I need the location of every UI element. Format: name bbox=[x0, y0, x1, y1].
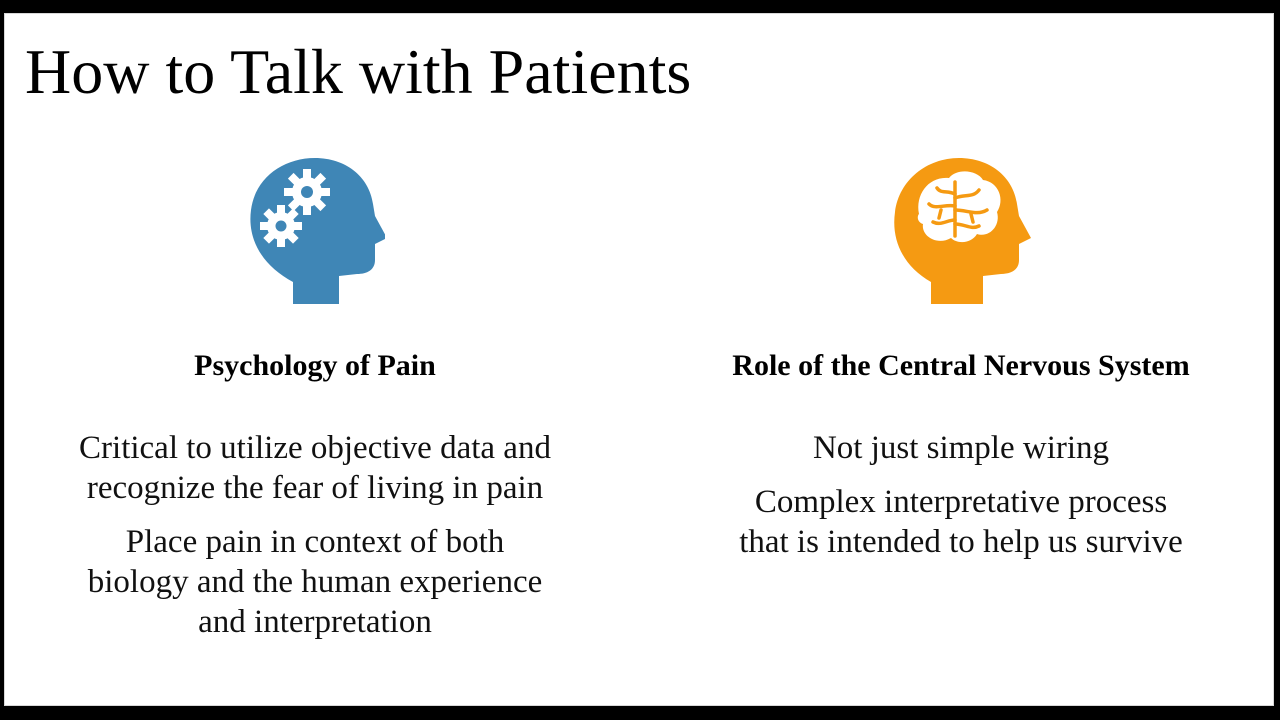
bullet-item: Not just simple wiring bbox=[812, 430, 1110, 466]
bullet-item: Place pain in context of both biology an… bbox=[87, 524, 543, 640]
column-heading: Psychology of Pain bbox=[194, 349, 436, 382]
column-psychology-of-pain: Psychology of Pain Critical to utilize o… bbox=[55, 154, 575, 656]
bullet-list: Not just simple wiring Complex interpret… bbox=[701, 428, 1221, 562]
slide: How to Talk with Patients bbox=[4, 13, 1274, 706]
head-brain-svg bbox=[894, 158, 1031, 304]
bullet-item: Critical to utilize objective data and r… bbox=[79, 430, 551, 506]
column-central-nervous-system: Role of the Central Nervous System Not j… bbox=[701, 154, 1221, 576]
head-gears-svg bbox=[250, 158, 385, 304]
head-brain-icon bbox=[891, 154, 1031, 304]
slide-title: How to Talk with Patients bbox=[25, 36, 692, 107]
head-gears-icon bbox=[245, 154, 385, 304]
bullet-item: Complex interpretative process that is i… bbox=[739, 484, 1183, 560]
bullet-list: Critical to utilize objective data and r… bbox=[55, 428, 575, 642]
column-heading: Role of the Central Nervous System bbox=[732, 349, 1190, 382]
